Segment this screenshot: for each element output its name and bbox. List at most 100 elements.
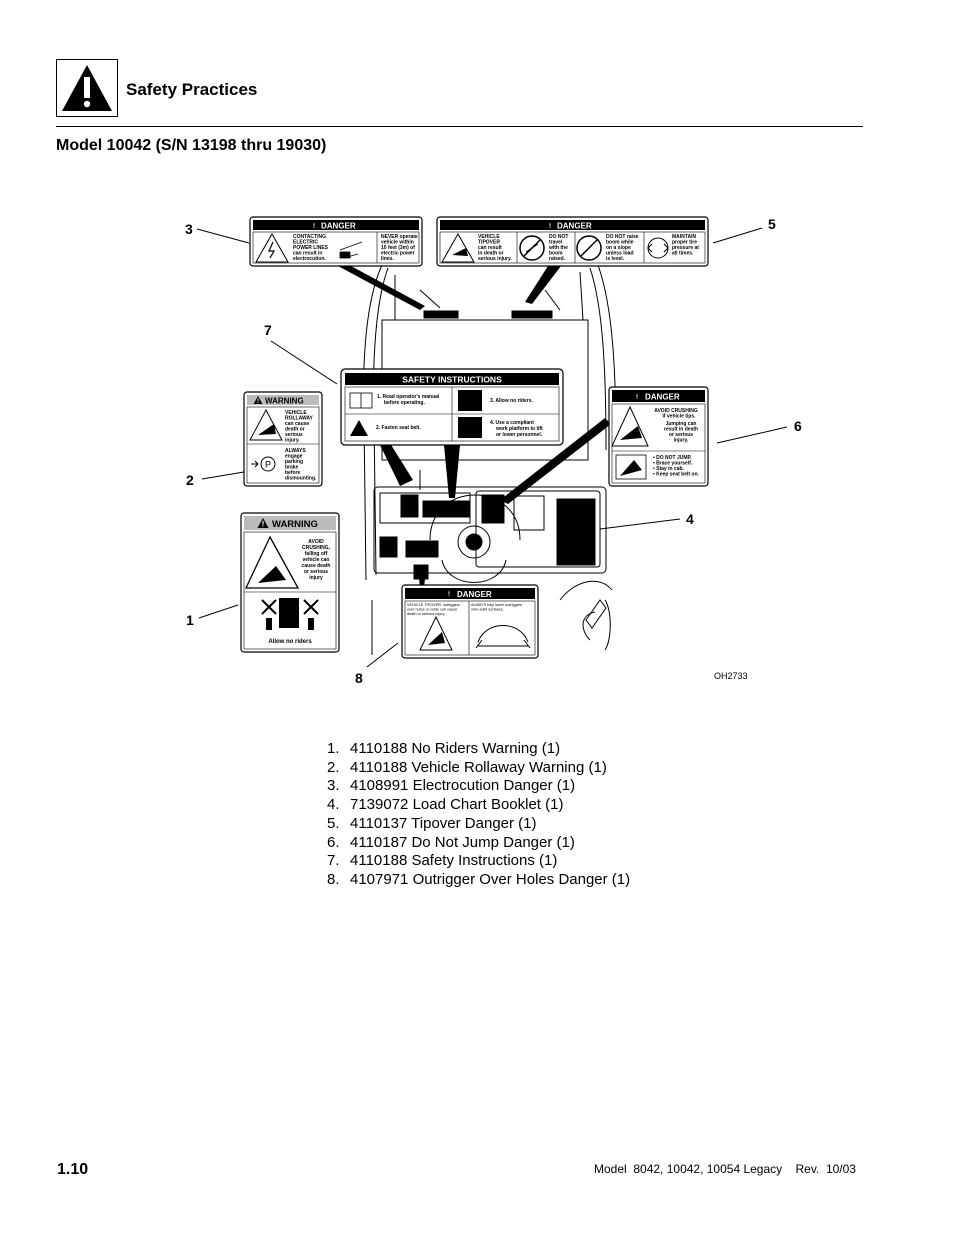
svg-text:over holes or voids can cause: over holes or voids can cause bbox=[407, 608, 457, 612]
svg-text:CRUSHING,: CRUSHING, bbox=[302, 545, 331, 551]
svg-text:VEHICLE: VEHICLE bbox=[478, 234, 500, 240]
svg-text:DO NOT raise: DO NOT raise bbox=[606, 234, 639, 240]
svg-text:on a slope: on a slope bbox=[606, 245, 631, 251]
svg-text:cause death: cause death bbox=[302, 563, 331, 569]
decal-heading: WARNING bbox=[265, 397, 304, 406]
svg-text:boom: boom bbox=[549, 251, 563, 257]
svg-text:3. Allow no riders.: 3. Allow no riders. bbox=[490, 398, 533, 404]
svg-text:1. Read operator's manual: 1. Read operator's manual bbox=[377, 394, 440, 400]
svg-text:or serious: or serious bbox=[304, 569, 328, 575]
svg-text:AVOID: AVOID bbox=[308, 539, 324, 545]
svg-text:in death or: in death or bbox=[478, 251, 504, 257]
svg-text:ROLLAWAY: ROLLAWAY bbox=[285, 416, 314, 422]
no-raise-on-slope-icon bbox=[576, 235, 602, 261]
figure-reference: OH2733 bbox=[714, 671, 748, 681]
svg-text:ALWAYS fully lower outriggers: ALWAYS fully lower outriggers bbox=[471, 603, 522, 607]
svg-text:work platform to lift: work platform to lift bbox=[495, 426, 543, 432]
do-not-jump-danger-decal: DANGER AVOID CRUSHING if vehicle tips. J… bbox=[608, 386, 709, 487]
svg-text:falling off: falling off bbox=[305, 551, 328, 557]
decal-heading: DANGER bbox=[557, 222, 592, 231]
svg-text:AVOID CRUSHING: AVOID CRUSHING bbox=[654, 408, 698, 414]
callout-4: 4 bbox=[686, 511, 694, 527]
svg-text:before operating.: before operating. bbox=[384, 400, 425, 406]
svg-text:parking: parking bbox=[285, 459, 303, 465]
svg-text:Allow no riders: Allow no riders bbox=[268, 639, 312, 645]
decal-heading: DANGER bbox=[321, 222, 356, 231]
svg-text:TIPOVER: TIPOVER bbox=[478, 240, 500, 246]
svg-text:4. Use a compliant: 4. Use a compliant bbox=[490, 420, 534, 426]
power-line-icon bbox=[339, 241, 363, 259]
outrigger-solid-surface-icon bbox=[475, 625, 531, 649]
svg-text:VEHICLE TIPOVER, outriggers: VEHICLE TIPOVER, outriggers bbox=[407, 603, 460, 607]
svg-text:• Keep seat belt on.: • Keep seat belt on. bbox=[653, 472, 700, 478]
svg-text:injury.: injury. bbox=[285, 438, 300, 444]
crushing-icon bbox=[244, 535, 300, 589]
decal-heading: SAFETY INSTRUCTIONS bbox=[402, 375, 502, 385]
svg-text:travel: travel bbox=[549, 240, 563, 246]
svg-text:death or serious injury.: death or serious injury. bbox=[407, 612, 445, 616]
svg-text:serious injury.: serious injury. bbox=[478, 256, 512, 262]
callout-2: 2 bbox=[186, 472, 194, 488]
page-number: 1.10 bbox=[57, 1161, 89, 1178]
decal-heading: WARNING bbox=[272, 519, 318, 530]
svg-text:boom while: boom while bbox=[606, 240, 634, 246]
no-riders-icon bbox=[458, 390, 482, 411]
safety-instructions-decal: SAFETY INSTRUCTIONS 1. Read operator's m… bbox=[340, 368, 564, 446]
svg-text:injury: injury bbox=[309, 575, 323, 581]
work-platform-icon bbox=[458, 417, 482, 438]
callout-7: 7 bbox=[264, 322, 272, 338]
svg-text:MAINTAIN: MAINTAIN bbox=[672, 234, 696, 240]
svg-text:or serious: or serious bbox=[669, 432, 693, 438]
decal-heading: DANGER bbox=[645, 393, 680, 402]
no-riders-pictogram bbox=[261, 598, 319, 630]
section-title: Model 10042 (S/N 13198 thru 19030) bbox=[56, 137, 327, 154]
svg-text:2. Fasten seat belt.: 2. Fasten seat belt. bbox=[376, 425, 421, 431]
svg-text:or lower personnel.: or lower personnel. bbox=[496, 432, 543, 438]
list-item: 3.4108991 Electrocution Danger (1) bbox=[327, 777, 576, 795]
outrigger-danger-decal: DANGER VEHICLE TIPOVER, outriggers over … bbox=[401, 584, 539, 659]
list-item: 5.4110137 Tipover Danger (1) bbox=[327, 814, 537, 832]
callout-1: 1 bbox=[186, 612, 194, 628]
stay-in-cab-icon bbox=[615, 454, 647, 480]
svg-text:Jumping can: Jumping can bbox=[666, 421, 697, 427]
svg-text:P: P bbox=[265, 460, 271, 470]
svg-text:DO NOT: DO NOT bbox=[549, 234, 568, 240]
svg-text:10 feet (3m) of: 10 feet (3m) of bbox=[381, 245, 415, 251]
svg-text:NEVER operate: NEVER operate bbox=[381, 234, 418, 240]
svg-text:brake: brake bbox=[285, 465, 299, 471]
svg-text:if vehicle tips.: if vehicle tips. bbox=[662, 414, 696, 420]
tire-pressure-icon bbox=[647, 237, 669, 259]
svg-text:before: before bbox=[285, 470, 301, 476]
list-item: 8.4107971 Outrigger Over Holes Danger (1… bbox=[327, 870, 631, 888]
svg-text:CONTACTING: CONTACTING bbox=[293, 234, 326, 240]
electrocution-danger-decal: DANGER CONTACTING ELECTRIC POWER LINES c… bbox=[249, 216, 423, 267]
svg-text:can result: can result bbox=[478, 245, 502, 251]
svg-text:can result in: can result in bbox=[293, 251, 322, 257]
list-item: 7.4110188 Safety Instructions (1) bbox=[327, 852, 558, 870]
list-item: 1.4110188 No Riders Warning (1) bbox=[327, 740, 561, 757]
safety-alert-icon bbox=[56, 59, 118, 117]
callout-5: 5 bbox=[768, 216, 776, 232]
decal-locations-figure: DANGER CONTACTING ELECTRIC POWER LINES c… bbox=[185, 216, 802, 686]
header-title: Safety Practices bbox=[126, 80, 258, 99]
no-travel-boom-raised-icon bbox=[519, 235, 545, 261]
svg-text:• Stay in cab.: • Stay in cab. bbox=[653, 466, 685, 472]
decal-text-right: NEVER operate vehicle within 10 feet (3m… bbox=[381, 234, 418, 262]
svg-text:dismounting.: dismounting. bbox=[285, 476, 317, 482]
svg-text:onto solid surfaces.: onto solid surfaces. bbox=[471, 608, 504, 612]
svg-text:ALWAYS: ALWAYS bbox=[285, 448, 306, 454]
svg-text:injury.: injury. bbox=[674, 438, 689, 444]
parts-list: 1.4110188 No Riders Warning (1) 2.411018… bbox=[327, 740, 630, 890]
svg-text:vehicle within: vehicle within bbox=[381, 240, 414, 246]
svg-text:lines.: lines. bbox=[381, 256, 394, 262]
svg-text:• Brace yourself.: • Brace yourself. bbox=[653, 461, 693, 467]
svg-text:is level.: is level. bbox=[606, 256, 625, 262]
decal-text-left: CONTACTING ELECTRIC POWER LINES can resu… bbox=[293, 234, 329, 262]
document-info: Model 8042, 10042, 10054 Legacy Rev. 10/… bbox=[594, 1162, 856, 1176]
list-item: 6.4110187 Do Not Jump Danger (1) bbox=[327, 833, 575, 851]
svg-text:• DO NOT JUMP.: • DO NOT JUMP. bbox=[653, 455, 692, 461]
svg-text:with the: with the bbox=[548, 245, 568, 251]
svg-text:serious: serious bbox=[285, 432, 303, 438]
svg-text:ELECTRIC: ELECTRIC bbox=[293, 240, 318, 246]
svg-text:result in death: result in death bbox=[664, 427, 698, 433]
